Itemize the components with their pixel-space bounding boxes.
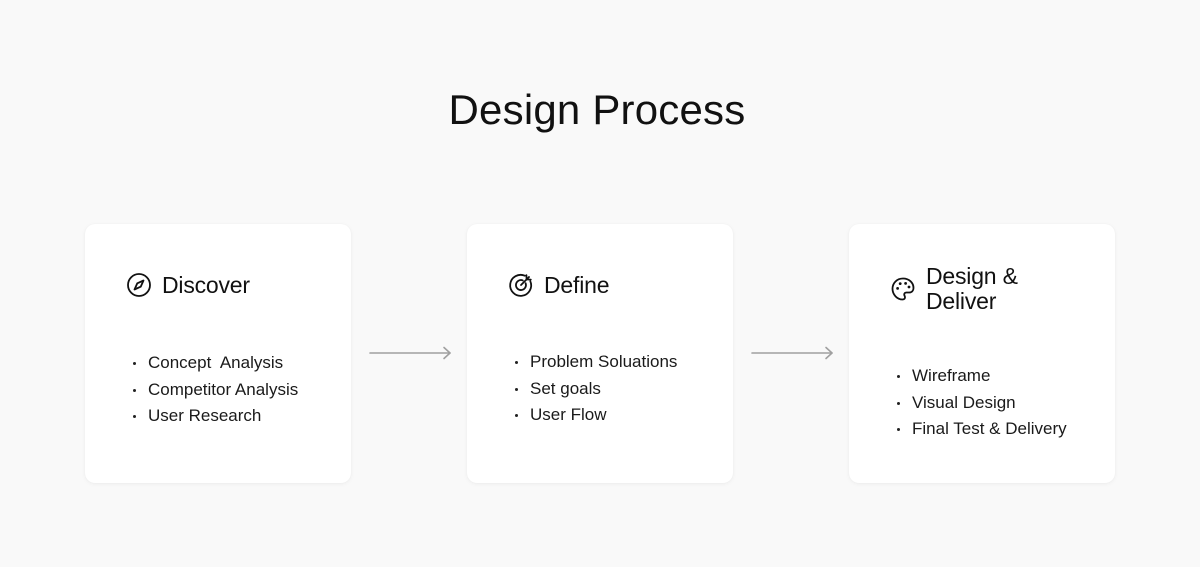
list-item: Set goals bbox=[515, 376, 677, 403]
list-item: Final Test & Delivery bbox=[897, 416, 1067, 443]
page-title: Design Process bbox=[448, 86, 746, 133]
arrow-right-icon bbox=[369, 345, 453, 361]
step-items: Problem Soluations Set goals User Flow bbox=[515, 349, 677, 429]
target-icon bbox=[508, 272, 534, 298]
step-header: Define bbox=[508, 272, 609, 298]
arrow-right-icon bbox=[751, 345, 835, 361]
list-item: User Research bbox=[133, 403, 298, 430]
list-item: Visual Design bbox=[897, 390, 1067, 417]
step-header: Design & Deliver bbox=[890, 264, 1018, 314]
step-items: Concept Analysis Competitor Analysis Use… bbox=[133, 350, 298, 430]
compass-icon bbox=[126, 272, 152, 298]
list-item: User Flow bbox=[515, 402, 677, 429]
list-item: Problem Soluations bbox=[515, 349, 677, 376]
step-card-design-deliver: Design & Deliver Wireframe Visual Design… bbox=[849, 224, 1115, 483]
step-title: Design & Deliver bbox=[926, 264, 1018, 314]
list-item: Concept Analysis bbox=[133, 350, 298, 377]
step-title-line: Design & bbox=[926, 263, 1018, 289]
palette-icon bbox=[890, 276, 916, 302]
step-card-define: Define Problem Soluations Set goals User… bbox=[467, 224, 733, 483]
step-items: Wireframe Visual Design Final Test & Del… bbox=[897, 363, 1067, 443]
step-header: Discover bbox=[126, 272, 250, 298]
step-title: Discover bbox=[162, 271, 250, 298]
list-item: Wireframe bbox=[897, 363, 1067, 390]
step-title: Define bbox=[544, 271, 610, 298]
list-item: Competitor Analysis bbox=[133, 377, 298, 404]
step-title-line: Deliver bbox=[926, 288, 997, 314]
step-card-discover: Discover Concept Analysis Competitor Ana… bbox=[85, 224, 351, 483]
